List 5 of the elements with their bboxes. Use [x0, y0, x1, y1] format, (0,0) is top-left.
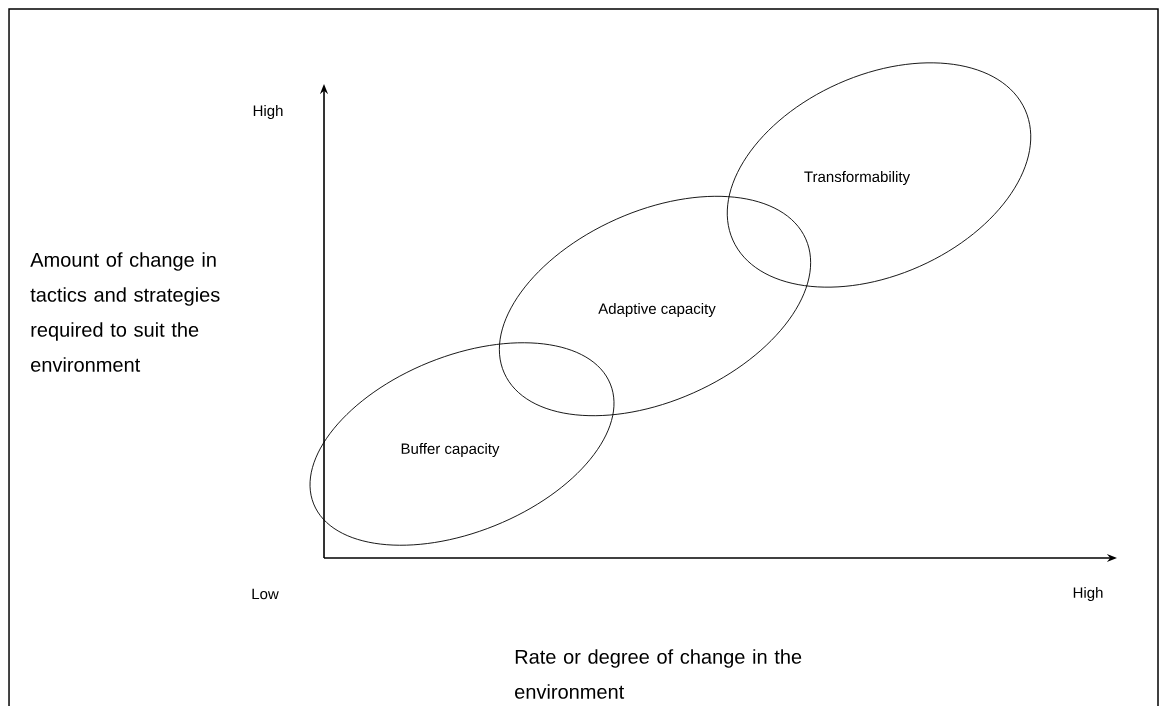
axis-label: Rate or degree of change in the environment [515, 649, 802, 699]
axis-label: Amount of change in tactics and strategies required to suit the environment [30, 252, 220, 372]
axis-label: High [253, 105, 283, 119]
axis-label: Low [252, 588, 279, 600]
axis-label: High [1073, 587, 1103, 601]
